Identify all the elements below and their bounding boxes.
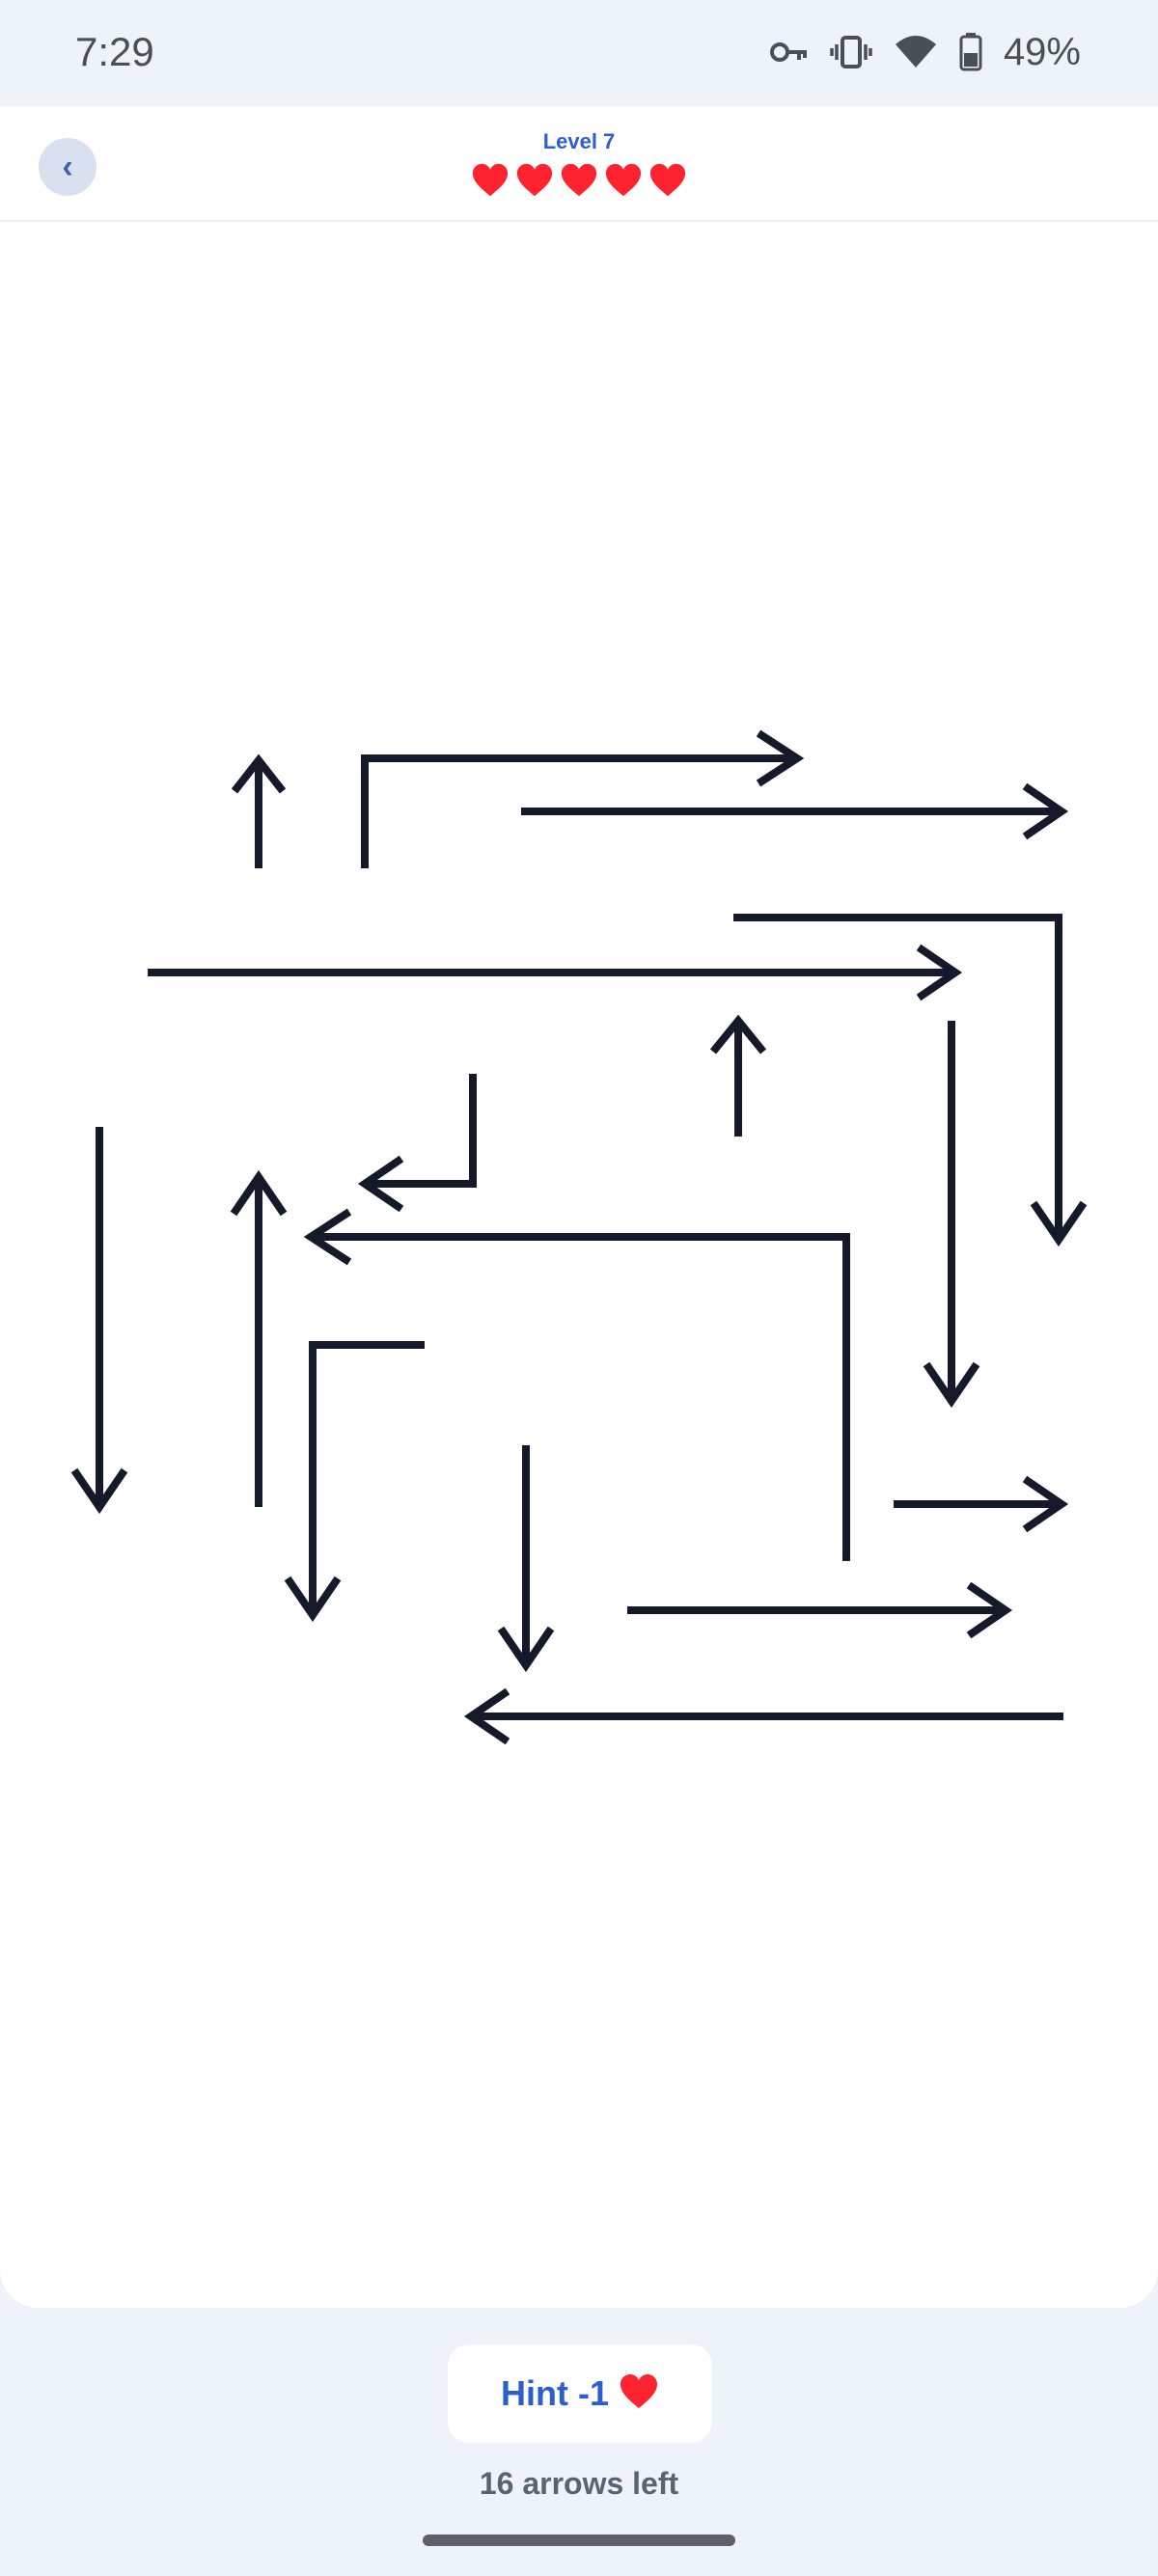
wifi-icon (894, 35, 938, 69)
arrow-up-2[interactable] (709, 1014, 767, 1137)
arrow-left-bottom[interactable] (463, 1687, 1063, 1745)
arrow-up-1[interactable] (231, 754, 287, 868)
arrow-right-1[interactable] (521, 782, 1069, 840)
battery-icon (959, 33, 982, 71)
arrow-bent-down-2[interactable] (284, 1341, 425, 1623)
arrow-board (70, 729, 1088, 1745)
arrow-bent-down-1[interactable] (733, 914, 1088, 1247)
arrow-down-1[interactable] (923, 1021, 980, 1409)
arrow-right-long[interactable] (148, 944, 963, 1001)
vibrate-icon (830, 35, 872, 69)
arrows-left-counter: 16 arrows left (479, 2466, 679, 2501)
level-title: Level 7 (542, 129, 616, 153)
heart-icon (515, 162, 554, 199)
status-bar: 7:29 49% (0, 0, 1158, 106)
battery-percent: 49% (1003, 30, 1081, 73)
status-time: 7:29 (75, 29, 154, 74)
heart-icon (471, 162, 510, 199)
game-header: ‹ Level 7 (0, 106, 1158, 222)
status-icons: 49% (769, 25, 1081, 79)
heart-icon (648, 162, 687, 199)
vpn-key-icon (769, 39, 809, 66)
arrow-down-left-edge[interactable] (70, 1127, 128, 1515)
arrow-bent-left-2[interactable] (303, 1208, 850, 1561)
game-panel: ‹ Level 7 (0, 106, 1158, 2308)
heart-icon (604, 162, 643, 199)
arrow-right-3[interactable] (627, 1581, 1013, 1639)
home-indicator[interactable] (423, 2535, 735, 2546)
heart-icon (560, 162, 598, 199)
arrow-down-2[interactable] (497, 1445, 555, 1673)
arrow-bent-right-1[interactable] (361, 729, 805, 868)
back-button[interactable]: ‹ (39, 138, 96, 196)
arrow-bent-left-1[interactable] (357, 1074, 477, 1213)
arrow-up-3[interactable] (230, 1169, 288, 1507)
arrow-right-2[interactable] (894, 1475, 1069, 1533)
lives-hearts (0, 162, 1158, 199)
hint-button[interactable]: Hint -1 (448, 2344, 712, 2443)
heart-icon (619, 2373, 659, 2415)
hint-label: Hint -1 (501, 2373, 609, 2413)
